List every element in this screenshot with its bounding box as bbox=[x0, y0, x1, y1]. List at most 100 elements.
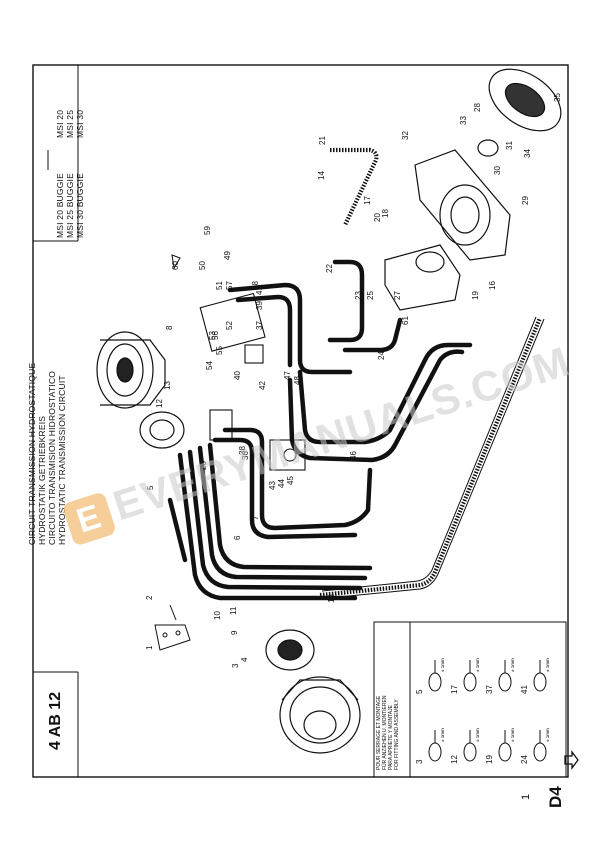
callout-label: 52 bbox=[225, 321, 234, 330]
callout-label: 34 bbox=[523, 149, 532, 158]
callout-label: 54 bbox=[205, 361, 214, 370]
hose bbox=[197, 445, 368, 581]
model-name: MSI 25 BUGGIE bbox=[65, 173, 75, 238]
fitting-outline bbox=[498, 672, 512, 692]
callout-label: 8 bbox=[165, 325, 174, 330]
hose bbox=[227, 282, 353, 375]
callout-label: 27 bbox=[393, 291, 402, 300]
fitting-outline bbox=[533, 742, 547, 762]
model-code: MSI 25 bbox=[65, 109, 75, 138]
fitting-outline bbox=[428, 742, 442, 762]
callout-label: 45 bbox=[286, 476, 295, 485]
inset-item-label: 12 bbox=[450, 755, 459, 764]
callout-label: 32 bbox=[401, 131, 410, 140]
inset-item-label: 37 bbox=[485, 685, 494, 694]
inset-item-label: 5 bbox=[415, 689, 424, 694]
outline-arrow-left-icon bbox=[564, 750, 579, 770]
model-code: MSI 30 bbox=[75, 109, 85, 138]
callout-label: 22 bbox=[325, 264, 334, 273]
callout-label: 4 bbox=[240, 657, 249, 662]
hose bbox=[167, 497, 188, 563]
fitting-outline bbox=[463, 742, 477, 762]
callout-label: 28 bbox=[473, 103, 482, 112]
circuit-title: CIRCUITO TRANSMISION HIDROSTATICO bbox=[47, 370, 57, 545]
inset-fitting: 41± 1mm bbox=[520, 658, 550, 694]
page-number: 1 bbox=[520, 793, 532, 800]
hose bbox=[222, 427, 373, 531]
callout-label: 39 bbox=[255, 301, 264, 310]
callout-label: 51 bbox=[215, 281, 224, 290]
callout-label: 19 bbox=[471, 291, 480, 300]
callout-label: 46 bbox=[349, 451, 358, 460]
bracket-parts bbox=[154, 254, 191, 651]
wheel-motor-bottom bbox=[265, 629, 361, 754]
inset-dim-label: ± 1mm bbox=[545, 658, 550, 672]
model-codes: MSI 20 MSI 25 MSI 30 bbox=[55, 110, 85, 138]
callout-label: 14 bbox=[317, 171, 326, 180]
callout-label: 20 bbox=[373, 213, 382, 222]
callout-label: 41 bbox=[255, 286, 264, 295]
callout-label: 11 bbox=[229, 606, 238, 615]
callout-label: 33 bbox=[459, 116, 468, 125]
inset-fitting: 5 ± 1mm bbox=[415, 658, 445, 694]
callout-label: 47 bbox=[283, 371, 292, 380]
hose bbox=[177, 452, 358, 601]
callout-labels: 1234567891011121314151617181920212223242… bbox=[145, 93, 562, 668]
callout-label: 6 bbox=[233, 535, 242, 540]
section-code: D4 bbox=[546, 786, 565, 808]
callout-label: 35 bbox=[553, 93, 562, 102]
hose bbox=[212, 437, 358, 540]
inset-fitting: 17± 1mm bbox=[450, 658, 480, 694]
model-code: MSI 20 bbox=[55, 109, 65, 138]
callout-label: 17 bbox=[363, 196, 372, 205]
braided-hose bbox=[319, 317, 542, 598]
wheel-motor-left bbox=[96, 331, 185, 449]
page-frame bbox=[32, 64, 569, 778]
callout-label: 56 bbox=[211, 331, 220, 340]
callout-label: 12 bbox=[155, 399, 164, 408]
callout-label: 9 bbox=[230, 630, 239, 635]
callout-label: 37 bbox=[255, 321, 264, 330]
fitting-outline bbox=[463, 672, 477, 692]
inset-dim-label: ± 1mm bbox=[510, 728, 515, 742]
callout-label: 26 bbox=[199, 461, 208, 470]
callout-label: 44 bbox=[277, 479, 286, 488]
callout-label: 58 bbox=[251, 281, 260, 290]
pump-assembly bbox=[384, 68, 562, 311]
inset-fitting-detail bbox=[373, 621, 567, 778]
callout-label: 57 bbox=[225, 281, 234, 290]
callout-label: 21 bbox=[318, 136, 327, 145]
model-names: MSI 20 BUGGIE MSI 25 BUGGIE MSI 30 BUGGI… bbox=[55, 173, 85, 238]
inset-dim-label: ± 1mm bbox=[545, 728, 550, 742]
inset-header: POUR SERRAGE ET MONTAGE FÜR ANZIEHEN U. … bbox=[376, 696, 400, 770]
hose bbox=[297, 342, 473, 445]
callout-label: 3 bbox=[231, 663, 240, 668]
hose bbox=[207, 442, 373, 571]
callout-label: 61 bbox=[401, 316, 410, 325]
inset-item-label: 24 bbox=[520, 755, 529, 764]
fitting-outline bbox=[533, 672, 547, 692]
callout-label: 36 bbox=[241, 451, 250, 460]
callout-label: 5 bbox=[146, 485, 155, 490]
hose bbox=[287, 349, 465, 463]
inset-fitting: 19± 1mm bbox=[485, 728, 515, 764]
circuit-titles: CIRCUIT TRANSMISSION HYDROSTATIQUE HYDRO… bbox=[27, 363, 67, 545]
inset-dim-label: ± 1mm bbox=[475, 658, 480, 672]
callout-label: 15 bbox=[327, 594, 336, 603]
callout-label: 43 bbox=[268, 481, 277, 490]
inset-dim-label: ± 1mm bbox=[440, 658, 445, 672]
circuit-title: CIRCUIT TRANSMISSION HYDROSTATIQUE bbox=[27, 362, 37, 545]
callout-label: 42 bbox=[258, 381, 267, 390]
callout-label: 55 bbox=[215, 346, 224, 355]
callout-label: 10 bbox=[213, 611, 222, 620]
callout-label: 48 bbox=[293, 376, 302, 385]
callout-label: 1 bbox=[145, 645, 154, 650]
inset-dim-label: ± 1mm bbox=[510, 658, 515, 672]
page-code: 4 AB 12 bbox=[47, 691, 64, 750]
inset-dim-label: ± 1mm bbox=[475, 728, 480, 742]
fitting-outline bbox=[428, 672, 442, 692]
inset-fitting: 12 ± 1mm bbox=[450, 728, 480, 764]
callout-label: 60 bbox=[171, 261, 180, 270]
callout-label: 23 bbox=[354, 291, 363, 300]
